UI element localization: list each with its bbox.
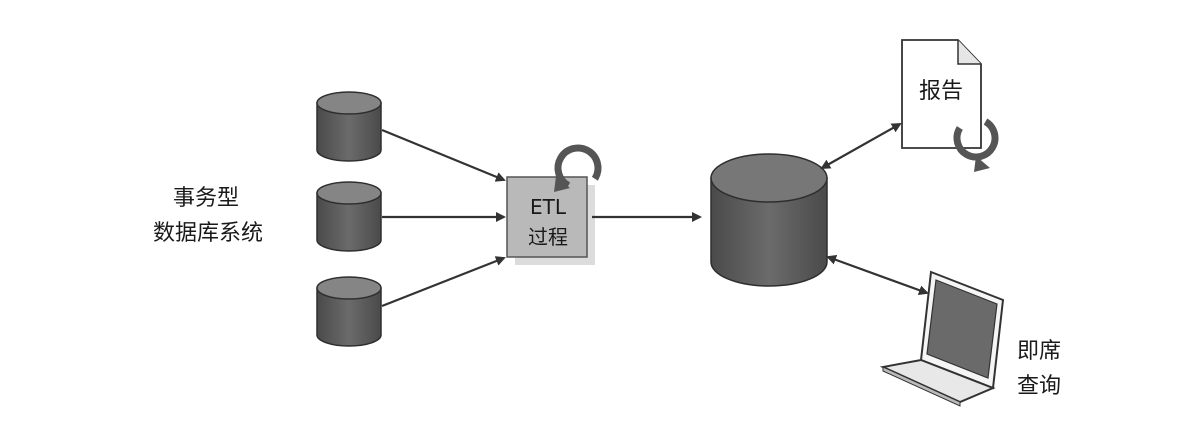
arrow-warehouse-adhoc [826, 255, 929, 295]
arrow-source3-etl [381, 256, 506, 308]
adhoc-label-line2: 查询 [1017, 374, 1061, 399]
source-database-3 [316, 276, 382, 347]
arrow-warehouse-report [820, 123, 902, 169]
etl-process-box [506, 176, 595, 265]
source-label-line2: 数据库系统 [153, 221, 263, 246]
data-warehouse [710, 153, 828, 287]
etl-label-line2: 过程 [528, 225, 568, 249]
etl-label-line1: ETL [530, 195, 567, 219]
report-label: 报告 [919, 79, 963, 104]
source-label-line1: 事务型 [173, 186, 239, 211]
source-database-1 [316, 91, 382, 162]
arrow-source1-etl [381, 128, 506, 182]
source-database-2 [316, 181, 382, 252]
report-document-icon [901, 39, 982, 149]
adhoc-label-line1: 即席 [1017, 339, 1061, 364]
laptop-icon [879, 270, 1005, 407]
